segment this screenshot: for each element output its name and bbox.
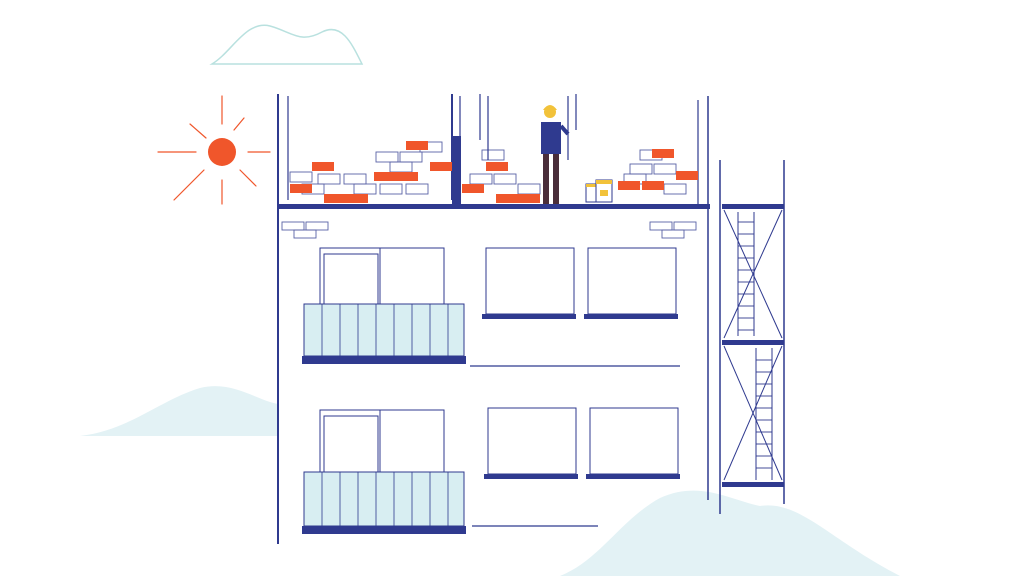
person-icon xyxy=(541,105,570,204)
lower-window-right xyxy=(586,407,680,479)
building xyxy=(277,94,710,544)
upper-window-left xyxy=(482,247,576,319)
scaffold-icon xyxy=(719,160,785,514)
upper-window-right xyxy=(584,247,678,319)
left-hill xyxy=(80,386,278,436)
upper-balcony-railing xyxy=(302,303,466,364)
lower-balcony-railing xyxy=(302,471,466,534)
lower-window-left xyxy=(484,407,578,479)
bricks xyxy=(290,141,698,203)
paint-bucket-icon xyxy=(585,179,613,203)
sun-icon xyxy=(157,95,271,205)
top-cloud-outline xyxy=(209,24,364,65)
bottom-hill xyxy=(560,490,900,576)
